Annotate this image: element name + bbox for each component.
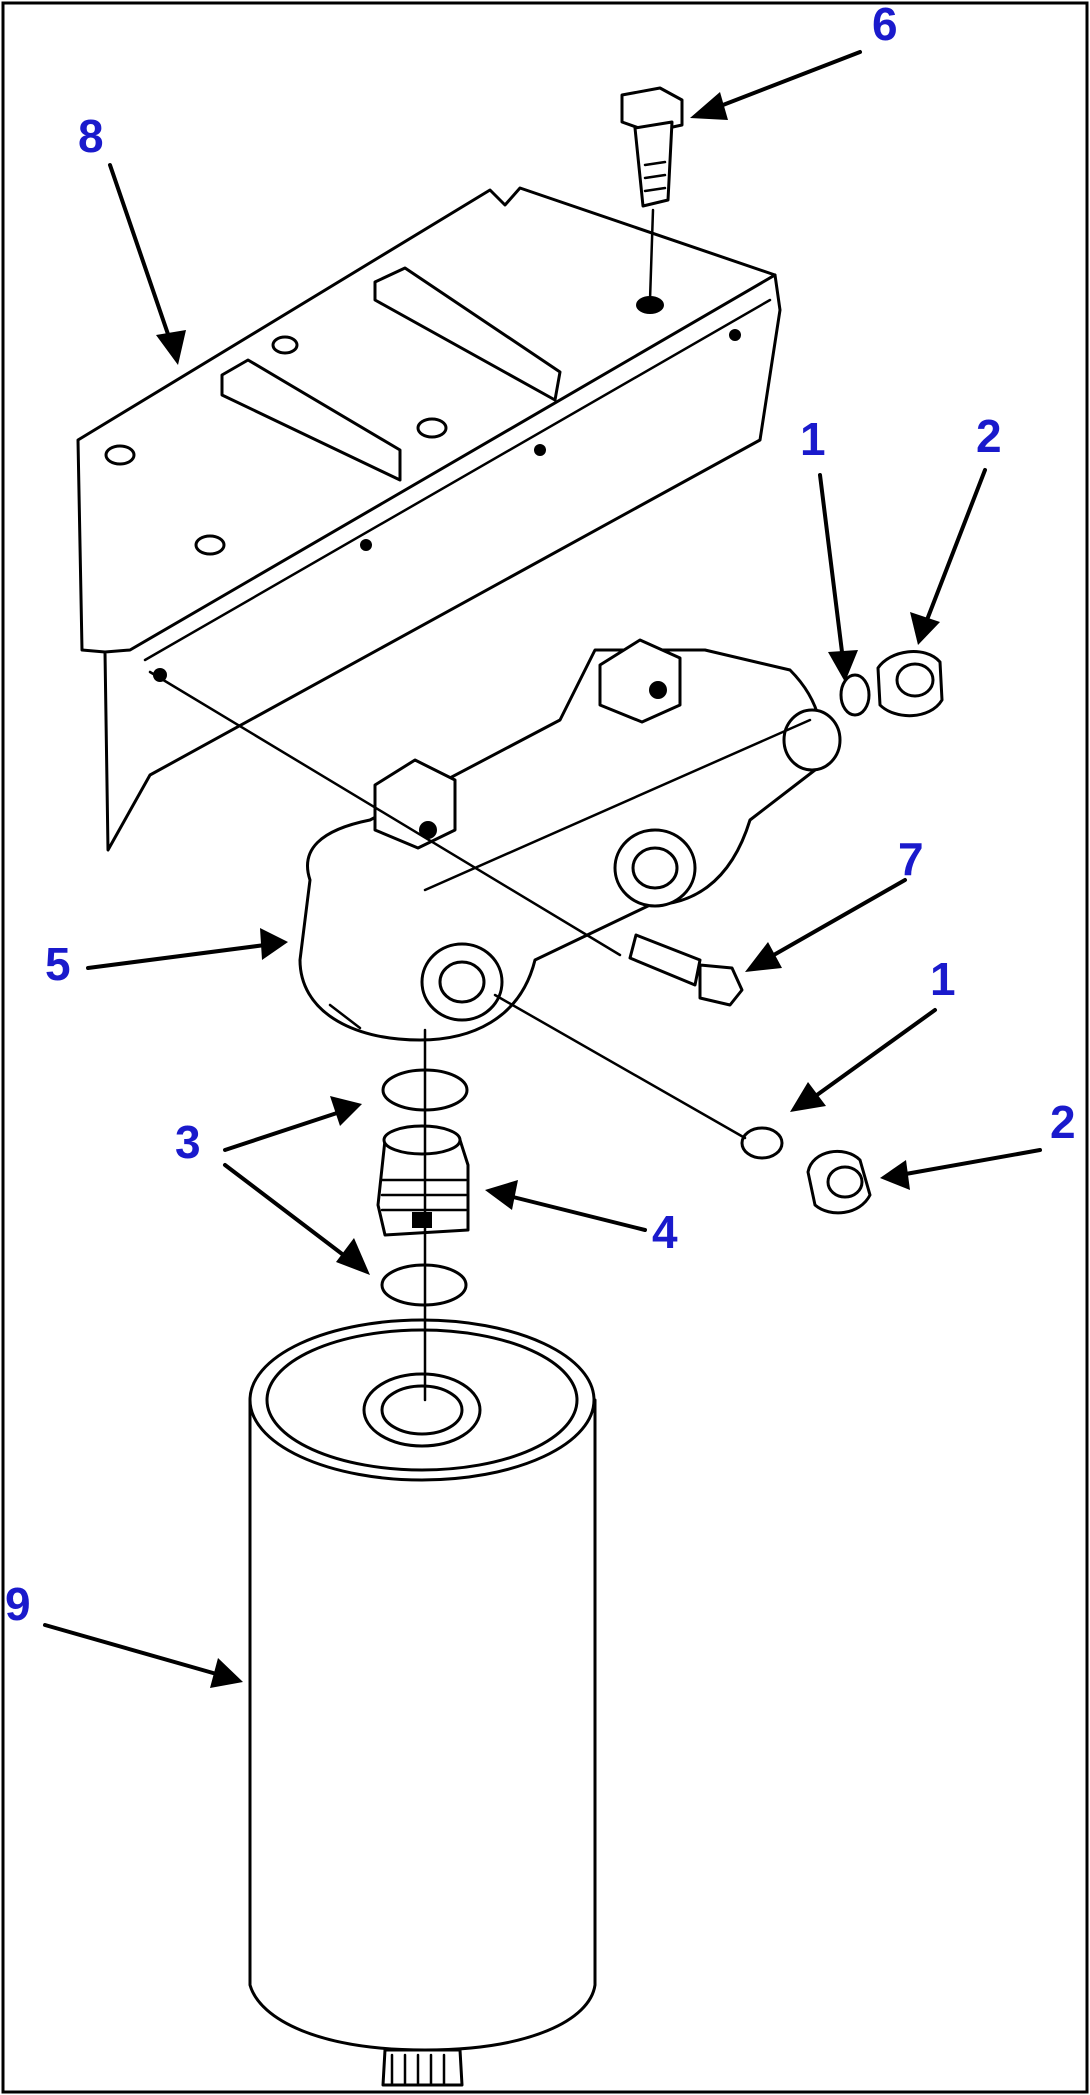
callout-4: 4 bbox=[652, 1206, 678, 1258]
callout-1-upper: 1 bbox=[800, 413, 826, 465]
callout-1-lower: 1 bbox=[930, 953, 956, 1005]
callout-2-lower: 2 bbox=[1050, 1096, 1076, 1148]
callout-7: 7 bbox=[898, 833, 924, 885]
callout-5: 5 bbox=[45, 938, 71, 990]
bracket-part bbox=[76, 186, 782, 852]
oring-plug-lower-parts bbox=[740, 1126, 872, 1215]
callout-6: 6 bbox=[872, 0, 898, 50]
gasket-nipple-parts bbox=[376, 1068, 470, 1307]
callout-9: 9 bbox=[5, 1578, 31, 1630]
bolt-side-part bbox=[628, 933, 744, 1007]
filter-head-part bbox=[298, 638, 842, 1042]
callouts: 6 8 1 2 7 1 2 5 3 4 9 bbox=[5, 0, 1076, 1630]
oring-plug-upper-parts bbox=[839, 650, 944, 718]
alignment-line-port bbox=[493, 993, 747, 1140]
leader-arrows bbox=[43, 50, 1042, 1688]
callout-3: 3 bbox=[175, 1116, 201, 1168]
callout-2-upper: 2 bbox=[976, 410, 1002, 462]
bolt-top-part bbox=[620, 86, 684, 302]
alignment-line-bracket bbox=[148, 670, 622, 957]
callout-8: 8 bbox=[78, 110, 104, 162]
filter-cartridge-part bbox=[248, 1318, 597, 2087]
